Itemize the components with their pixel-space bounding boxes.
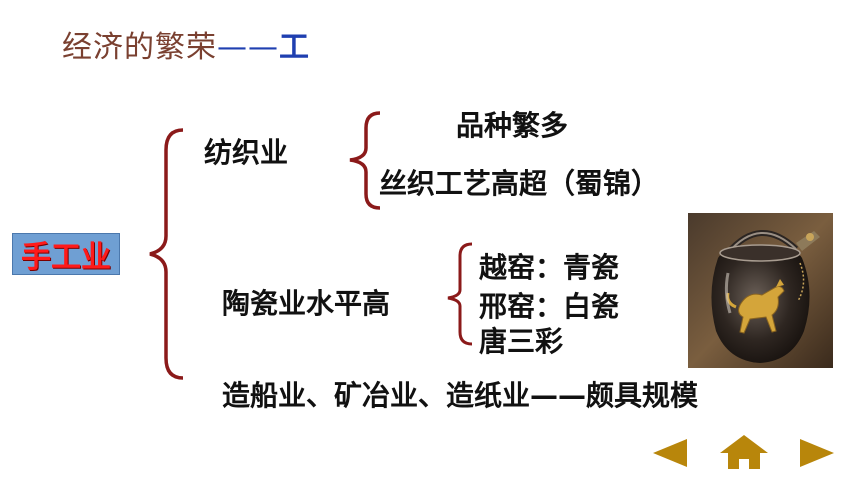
ceramics-child-1: 越窑：青瓷	[479, 251, 620, 284]
root-bracket	[149, 128, 184, 380]
branch-ceramics: 陶瓷业水平高	[222, 287, 391, 320]
title-highlight: 工	[279, 30, 310, 65]
ceramics-child-2: 邢窑：白瓷	[479, 290, 620, 323]
root-node-handicraft: 手工业	[12, 233, 120, 275]
branch-textile: 纺织业	[204, 136, 289, 169]
ceramics-child-3: 唐三彩	[479, 325, 564, 358]
textile-bracket	[349, 111, 381, 210]
triangle-left-icon	[653, 439, 687, 467]
ceramics-bracket	[447, 242, 473, 346]
title-main: 经济的繁荣	[62, 30, 217, 65]
silver-jug-image	[688, 213, 833, 368]
triangle-right-icon	[800, 439, 834, 467]
next-slide-button[interactable]	[798, 437, 836, 473]
branch-other: 造船业、矿冶业、造纸业——颇具规模	[222, 379, 699, 412]
prev-slide-button[interactable]	[651, 437, 689, 473]
textile-child-2: 丝织工艺高超（蜀锦）	[379, 167, 660, 200]
home-icon	[720, 435, 768, 469]
title-dash: ——	[217, 30, 279, 65]
textile-child-1: 品种繁多	[456, 109, 569, 142]
slide-title: 经济的繁荣——工	[62, 22, 310, 66]
home-button[interactable]	[718, 433, 770, 475]
